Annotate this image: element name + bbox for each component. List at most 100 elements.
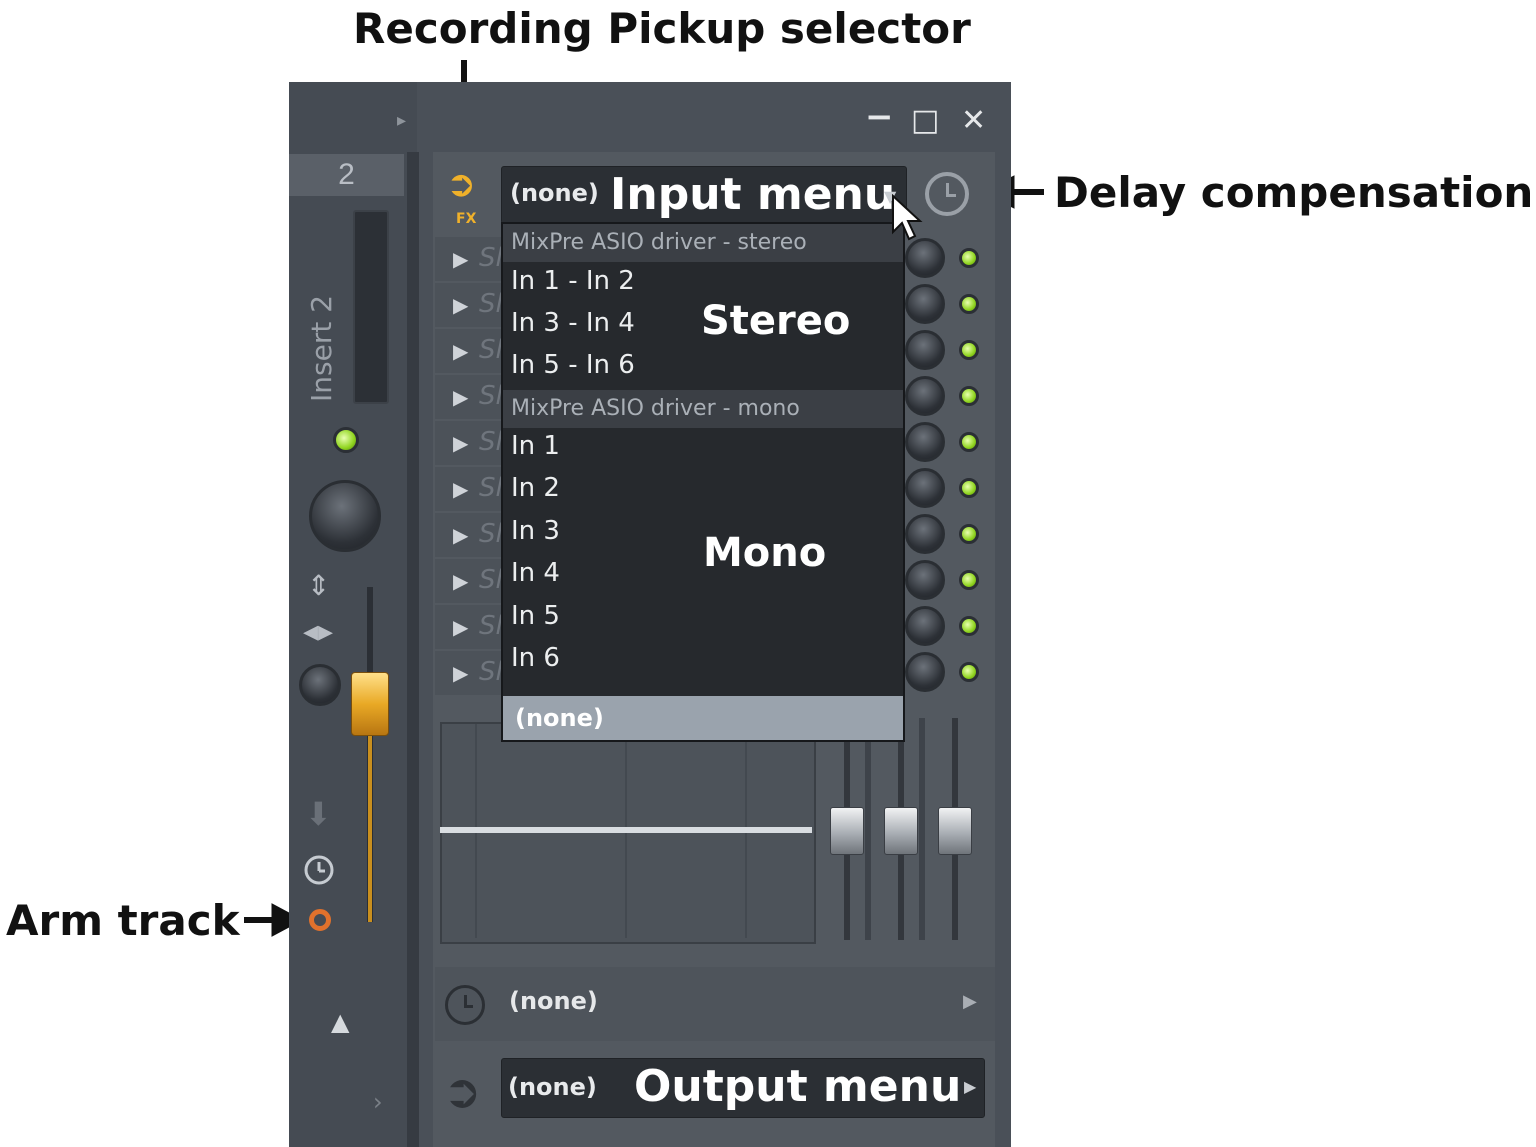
eq-band-fader-handle[interactable] <box>938 807 972 855</box>
delay-compensation-icon[interactable] <box>925 172 969 216</box>
fx-slot-row[interactable]: ▶ Sl <box>435 237 507 281</box>
input-menu-title: Input menu <box>610 169 896 220</box>
fx-slot-row[interactable]: ▶ Sl <box>435 421 507 465</box>
slot-label: Sl <box>479 519 503 549</box>
slot-mix-knob[interactable] <box>905 652 945 692</box>
slot-mix-knob[interactable] <box>905 560 945 600</box>
fx-label: FX <box>456 211 477 227</box>
eq-display[interactable] <box>440 722 816 944</box>
mono-group-label: Mono <box>703 530 827 576</box>
input-menu-dropdown: MixPre ASIO driver - stereo In 1 - In 2 … <box>501 222 905 742</box>
dropdown-item-none[interactable]: (none) <box>503 696 903 740</box>
play-icon: ▶ <box>453 247 469 271</box>
slot-enable-led[interactable] <box>959 478 979 498</box>
fx-slot-row[interactable]: ▶Sl <box>435 513 507 557</box>
fx-slot-row[interactable]: ▶Sl <box>435 651 507 695</box>
expand-arrow-icon[interactable]: › <box>373 1088 383 1116</box>
swap-channels-icon[interactable]: ◂▸ <box>303 614 334 649</box>
play-icon: ▶ <box>453 293 469 317</box>
slot-enable-led[interactable] <box>959 524 979 544</box>
output-icon: ➲ <box>443 1064 482 1118</box>
scroll-up-icon[interactable]: ▲ <box>331 1008 350 1036</box>
peak-meter <box>353 210 389 404</box>
fx-slot-row[interactable]: ▶Sl <box>435 329 507 373</box>
clock-icon <box>445 985 485 1025</box>
audio-input-icon[interactable]: ⬇ <box>305 795 332 833</box>
eq-band-fader-track[interactable] <box>865 718 871 940</box>
slot-label: Sl <box>479 243 503 273</box>
volume-fader-handle[interactable] <box>351 672 389 736</box>
track-delay-row[interactable]: (none) ▶ <box>435 967 995 1041</box>
slot-enable-led[interactable] <box>959 616 979 636</box>
dropdown-item[interactable]: In 1 - In 2 <box>511 266 635 296</box>
maximize-icon[interactable]: □ <box>911 103 940 138</box>
volume-fader-fill <box>368 732 372 922</box>
strip-divider[interactable] <box>407 152 419 1147</box>
fx-slot-row[interactable]: ▶ Sl <box>435 605 507 649</box>
dropdown-item[interactable]: In 3 <box>511 516 560 546</box>
close-icon[interactable]: ✕ <box>961 103 987 138</box>
channel-number: 2 <box>289 154 404 196</box>
eq-curve <box>440 827 812 833</box>
dropdown-item[interactable]: In 4 <box>511 558 560 588</box>
input-current-value: (none) <box>510 179 599 207</box>
play-icon: ▶ <box>453 385 469 409</box>
mouse-cursor-icon <box>892 194 923 241</box>
slot-mix-knob[interactable] <box>905 422 945 462</box>
fx-slot-row[interactable]: ▶Sl <box>435 559 507 603</box>
input-menu-button[interactable]: (none) Input menu ▼ <box>501 166 907 224</box>
slot-mix-knob[interactable] <box>905 606 945 646</box>
eq-band-fader-handle[interactable] <box>884 807 918 855</box>
collapse-arrow-icon[interactable]: ▸ <box>397 110 407 131</box>
slot-label: Sl <box>479 381 503 411</box>
slot-mix-knob[interactable] <box>905 376 945 416</box>
slot-label: Sl <box>479 611 503 641</box>
channel-enable-led[interactable] <box>333 427 359 453</box>
mixer-window: ▸ 2 Insert 2 ⇕ ◂▸ ⬇ ▲ › − □ ✕ ➲ FX (none… <box>289 82 1011 1147</box>
fx-slot-row[interactable]: ▶Sl <box>435 283 507 327</box>
play-icon: ▶ <box>453 615 469 639</box>
slot-enable-led[interactable] <box>959 662 979 682</box>
play-icon: ▶ <box>453 661 469 685</box>
dropdown-item[interactable]: In 3 - In 4 <box>511 308 635 338</box>
play-icon: ▶ <box>453 477 469 501</box>
stereo-knob[interactable] <box>299 664 341 706</box>
stereo-separation-icon[interactable]: ⇕ <box>307 569 331 602</box>
input-arrow-icon: ➲ <box>446 164 477 205</box>
play-icon: ▶ <box>453 431 469 455</box>
slot-enable-led[interactable] <box>959 340 979 360</box>
slot-label: Sl <box>479 427 503 457</box>
slot-enable-led[interactable] <box>959 248 979 268</box>
fx-slot-row[interactable]: ▶ Sl <box>435 467 507 511</box>
slot-enable-led[interactable] <box>959 386 979 406</box>
dropdown-item[interactable]: In 1 <box>511 431 560 461</box>
slot-enable-led[interactable] <box>959 294 979 314</box>
recording-pickup-selector[interactable]: ➲ FX <box>444 164 490 228</box>
eq-band-fader-handle[interactable] <box>830 807 864 855</box>
slot-enable-led[interactable] <box>959 570 979 590</box>
dropdown-item[interactable]: In 6 <box>511 643 560 673</box>
slot-mix-knob[interactable] <box>905 514 945 554</box>
minimize-icon[interactable]: − <box>865 97 894 137</box>
slot-mix-knob[interactable] <box>905 468 945 508</box>
arm-track-button[interactable] <box>309 909 331 931</box>
eq-band-fader-track[interactable] <box>919 718 925 940</box>
slot-label: Sl <box>479 473 503 503</box>
chevron-right-icon: ▶ <box>963 991 977 1012</box>
dropdown-item[interactable]: In 2 <box>511 473 560 503</box>
slot-mix-knob[interactable] <box>905 330 945 370</box>
slot-enable-led[interactable] <box>959 432 979 452</box>
slot-mix-knob[interactable] <box>905 284 945 324</box>
slot-mix-knob[interactable] <box>905 238 945 278</box>
fx-slot-row[interactable]: ▶ Sl <box>435 375 507 419</box>
play-icon: ▶ <box>453 569 469 593</box>
dropdown-item[interactable]: In 5 <box>511 601 560 631</box>
callout-arm-track: Arm track <box>6 896 240 945</box>
dropdown-group-header: MixPre ASIO driver - stereo <box>503 224 903 262</box>
output-menu-button[interactable]: (none) Output menu ▶ <box>501 1058 985 1118</box>
dropdown-item[interactable]: In 5 - In 6 <box>511 350 635 380</box>
pan-knob[interactable] <box>309 480 381 552</box>
track-delay-icon[interactable] <box>303 854 335 886</box>
chevron-right-icon: ▶ <box>964 1077 977 1096</box>
channel-name-label[interactable]: Insert 2 <box>305 294 338 402</box>
